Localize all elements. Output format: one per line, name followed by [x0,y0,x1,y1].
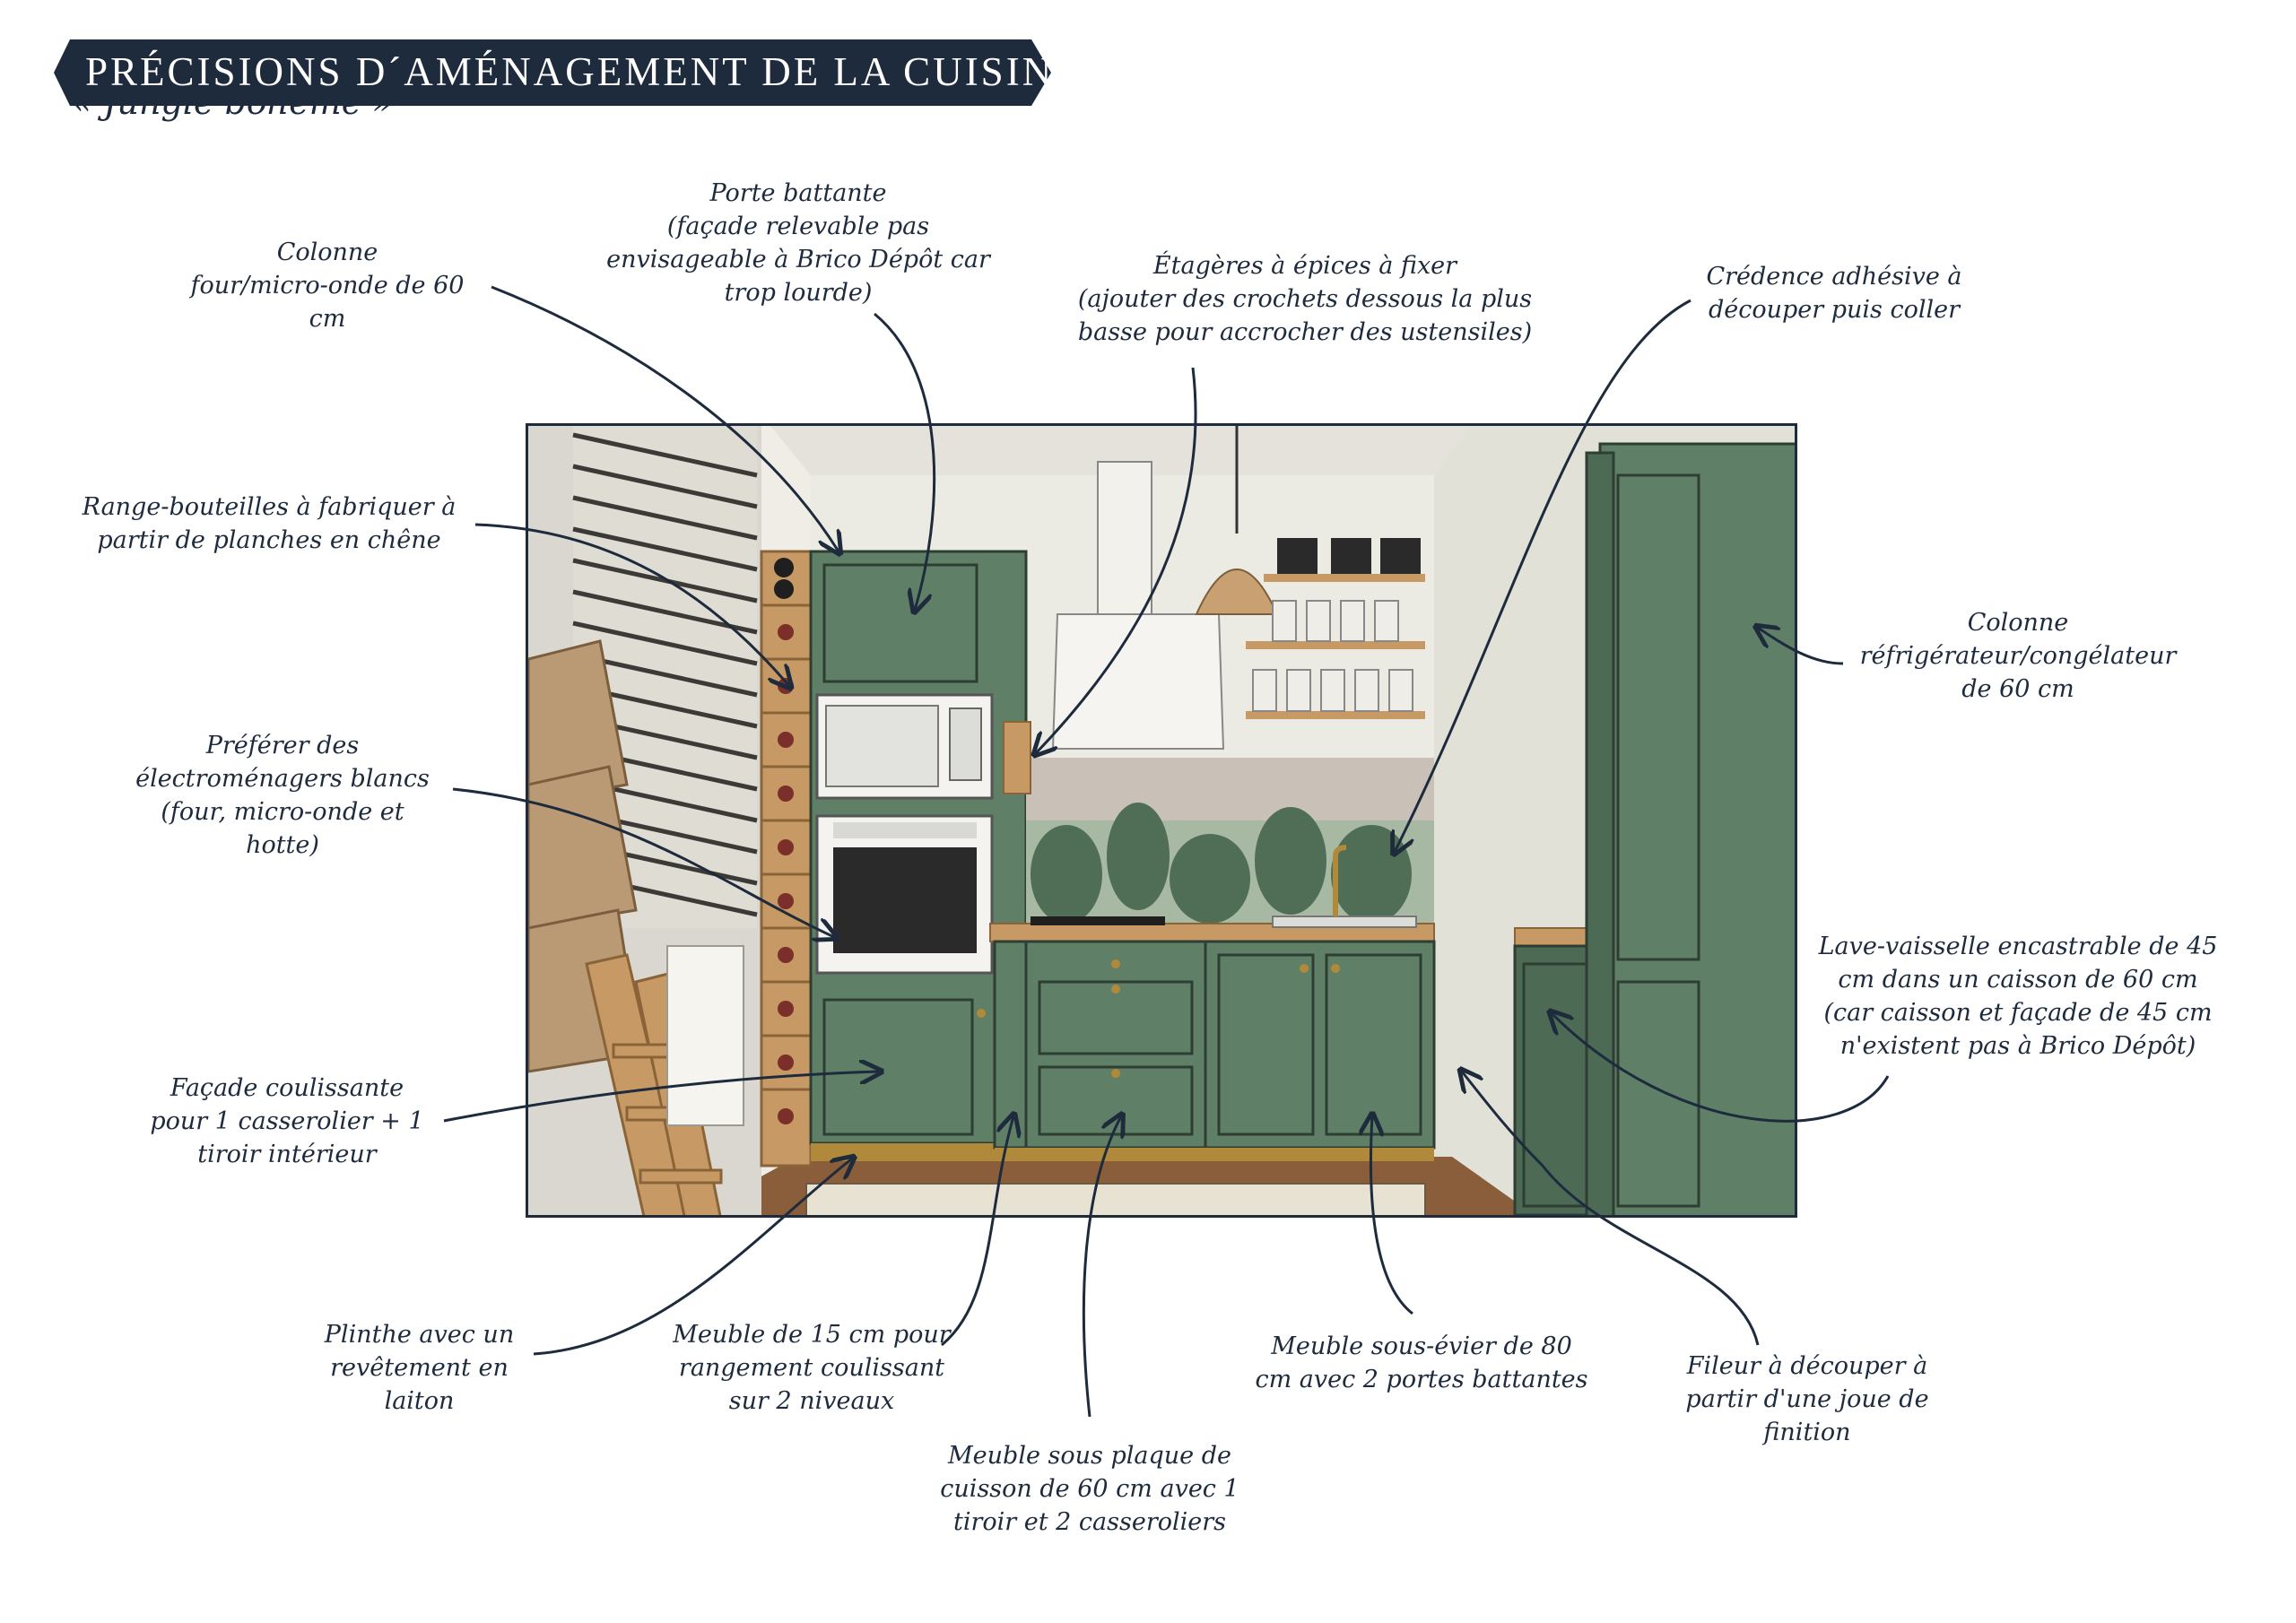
banner-shape [54,39,1051,106]
wine-rack [760,550,813,1167]
arrow-sous-evier [1370,1116,1413,1315]
range-hood [1051,461,1225,750]
title-banner: PRÉCISIONS D´AMÉNAGEMENT DE LA CUISINE [54,39,1082,106]
arrow-colonne-four [491,285,839,551]
label-plinthe: Plinthe avec un revêtement en laiton [324,1321,515,1415]
label-range-bouteilles: Range-bouteilles à fabriquer à partir de… [82,493,457,554]
label-fileur: Fileur à découper à partir d'une joue de… [1685,1352,1929,1446]
jungle-backsplash [1026,758,1434,924]
label-porte-battante: Porte battante (façade relevable pas env… [606,179,990,307]
arrow-sous-plaque [1082,1116,1121,1418]
arrow-electromenagers [452,787,834,937]
label-sous-plaque: Meuble sous plaque de cuisson de 60 cm a… [940,1442,1239,1536]
label-sous-evier: Meuble sous-évier de 80 cm avec 2 portes… [1255,1332,1588,1393]
arrow-porte-battante [874,312,936,610]
arrow-etageres [1036,367,1197,753]
arrow-facade-coulissante [443,1072,879,1123]
label-colonne-four: Colonne four/micro-onde de 60 cm [190,239,465,333]
arrow-colonne-frigo [1758,628,1844,665]
arrow-meuble-15 [941,1116,1013,1347]
faucet [1333,845,1347,916]
arrow-fileur [1462,1072,1760,1346]
label-lave-vaisselle: Lave-vaisselle encastrable de 45 cm dans… [1818,933,2218,1060]
arrow-plinthe [533,1159,852,1356]
label-etageres: Étagères à épices à fixer (ajouter des c… [1077,252,1533,346]
cooktop [1031,916,1165,925]
radiator [666,945,744,1126]
kitchen-render [526,423,1797,1218]
sink [1272,916,1417,928]
page-title: PRÉCISIONS D´AMÉNAGEMENT DE LA CUISINE [85,49,1082,94]
label-colonne-frigo: Colonne réfrigérateur/congélateur de 60 … [1859,609,2177,703]
label-credence: Crédence adhésive à découper puis coller [1706,263,1962,324]
oven-column [809,550,1028,1161]
arrow-credence [1395,299,1692,852]
arrow-lave-vaisselle [1552,1013,1890,1123]
arrow-range-bouteilles [474,523,789,686]
right-cabinets [1513,442,1795,1215]
label-electromenagers: Préférer des électroménagers blancs (fou… [135,732,430,859]
kitchen-illustration [528,426,1795,1215]
spice-shelves [1246,538,1425,719]
label-meuble-15: Meuble de 15 cm pour rangement coulissan… [673,1321,951,1415]
page-subtitle: « Jungle bohème » [72,82,394,122]
label-facade-coulissante: Façade coulissante pour 1 casserolier + … [150,1074,424,1168]
